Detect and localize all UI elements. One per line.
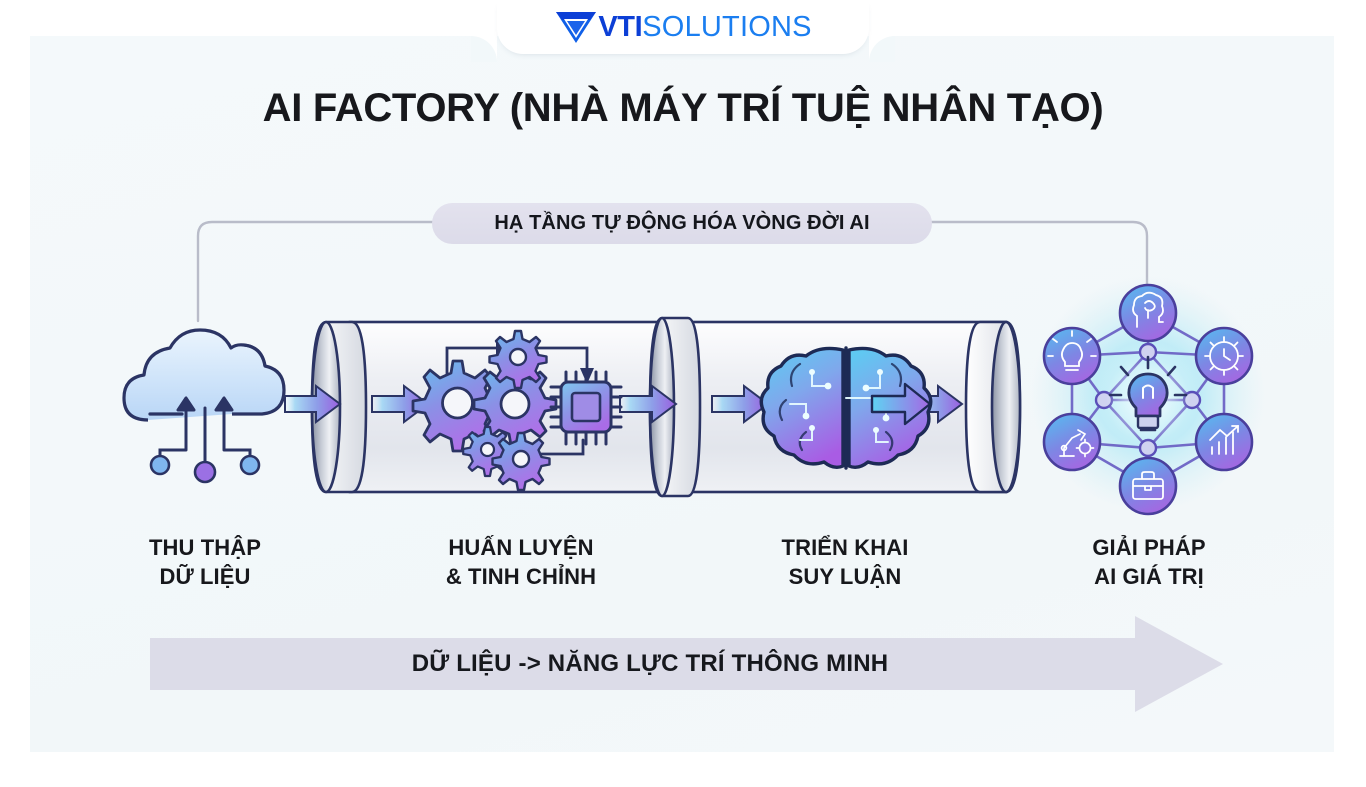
- stage-label-collect: THU THẬP DỮ LIỆU: [105, 534, 305, 591]
- flow-arrow-1: [284, 384, 342, 424]
- stage-labels: THU THẬP DỮ LIỆU HUẤN LUYỆN & TINH CHỈNH…: [0, 534, 1366, 604]
- flow-arrow-3: [619, 384, 678, 424]
- gear-small-top: [488, 329, 548, 390]
- banner-pill: HẠ TẦNG TỰ ĐỘNG HÓA VÒNG ĐỜI AI: [432, 203, 932, 244]
- stage-label-train: HUẤN LUYỆN & TINH CHỈNH: [396, 534, 646, 591]
- robot-arm-icon: [1042, 412, 1102, 472]
- tab-notch-left: [471, 36, 497, 62]
- brand-logo: VTI SOLUTIONS: [554, 10, 811, 44]
- brand-logo-tab: VTI SOLUTIONS: [497, 0, 869, 54]
- stage-label-collect-line2: DỮ LIỆU: [159, 563, 251, 589]
- briefcase-icon: [1118, 456, 1178, 516]
- right-arrow-banner-icon: [150, 616, 1223, 712]
- brand-logo-text: VTI SOLUTIONS: [598, 10, 812, 43]
- brain-head-icon: [1118, 283, 1178, 343]
- lightbulb-icon: [1042, 326, 1102, 386]
- gears-cpu-chip-icon: [411, 329, 623, 492]
- stage-label-value-line2: AI GIÁ TRỊ: [1094, 563, 1204, 589]
- stage-label-train-line2: & TINH CHỈNH: [445, 563, 597, 589]
- stage-label-deploy-line2: SUY LUẬN: [788, 563, 902, 589]
- pipe-flange-right: [964, 320, 1022, 494]
- stage-label-deploy-line1: TRIỂN KHAI: [781, 535, 909, 560]
- growth-chart-icon: [1194, 412, 1254, 472]
- page-title: AI FACTORY (NHÀ MÁY TRÍ TUỆ NHÂN TẠO): [262, 86, 1104, 130]
- stage-label-value: GIẢI PHÁP AI GIÁ TRỊ: [1038, 534, 1260, 591]
- stage-label-train-line1: HUẤN LUYỆN: [448, 535, 594, 560]
- v-triangle-icon: [554, 10, 598, 44]
- gear-small-bottom-right: [491, 431, 551, 492]
- cpu-chip-icon: [549, 370, 623, 446]
- tab-notch-right: [869, 36, 895, 62]
- network-nodes-lightbulb-icon: [1030, 276, 1266, 516]
- ai-brain-circuit-icon: [759, 346, 933, 470]
- cloud-data-upload-icon: [122, 328, 286, 484]
- banner-label: HẠ TẦNG TỰ ĐỘNG HÓA VÒNG ĐỜI AI: [494, 212, 870, 234]
- stage-label-collect-line1: THU THẬP: [148, 535, 261, 560]
- flow-arrow-4: [711, 384, 770, 424]
- lightbulb-glow-icon: [1106, 355, 1190, 442]
- flow-arrow-2: [371, 384, 430, 424]
- stage-label-value-line1: GIẢI PHÁP: [1092, 535, 1206, 560]
- flow-arrows: [284, 384, 964, 424]
- stage-label-deploy: TRIỂN KHAI SUY LUẬN: [730, 534, 960, 591]
- brand-logo-primary: VTI: [598, 10, 643, 43]
- gear-clock-icon: [1194, 326, 1254, 386]
- footer-arrow-label: DỮ LIỆU -> NĂNG LỰC TRÍ THÔNG MINH: [411, 650, 889, 677]
- brand-logo-secondary: SOLUTIONS: [642, 10, 812, 43]
